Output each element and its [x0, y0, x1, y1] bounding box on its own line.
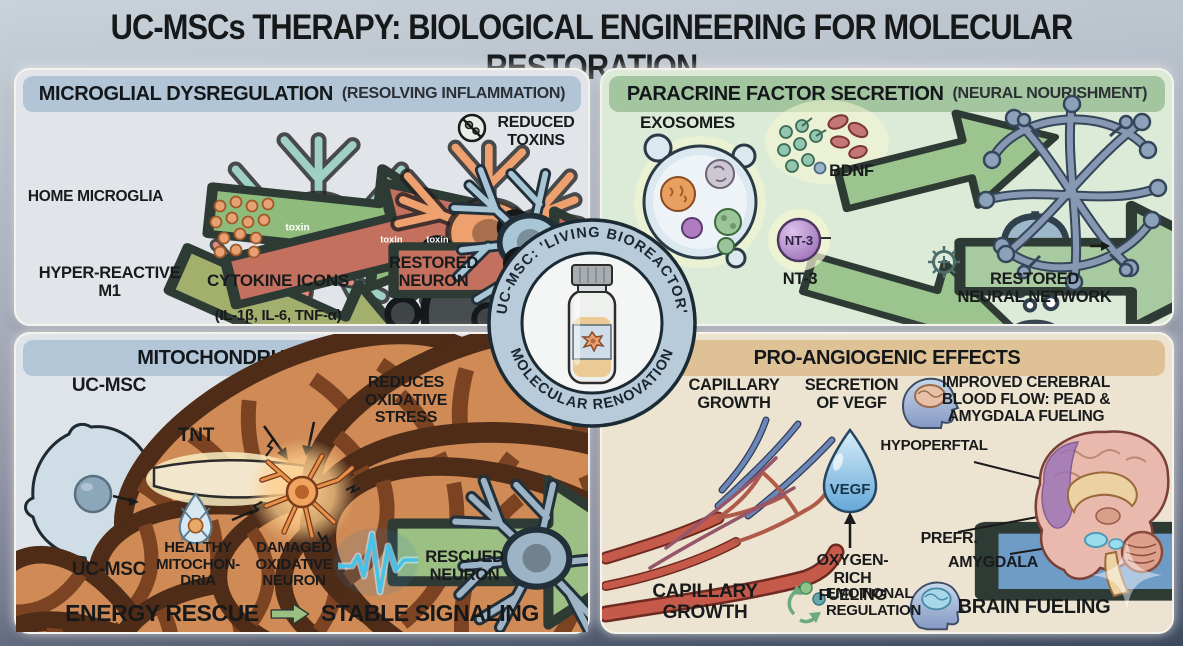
nt3-sphere-label: NT-3: [785, 233, 813, 248]
emotional-regulation-icon: [787, 581, 826, 624]
tnt-label: TNT: [177, 425, 215, 446]
rescued-neuron-label: RESCUED NEURON: [425, 548, 504, 585]
panel-angiogenic-header: PRO-ANGIOGENIC EFFECTS: [609, 340, 1165, 376]
cytokine-label: CYTOKINE ICONS (IL-1β, IL-6, TNF-α): [178, 254, 378, 342]
bdnf-vesicle-dots: [777, 117, 827, 175]
neural-network-illustration: [976, 94, 1168, 292]
emotional-regulation-label: EMOTIONAL REGULATION: [826, 585, 922, 619]
pulse-waveform-icon: [334, 528, 418, 596]
damaged-neuron-illustration: [249, 437, 361, 545]
paracrine-illustration: NT-3: [634, 90, 1172, 324]
sparkle-watermark-icon: [1092, 540, 1162, 610]
stable-signaling-label: STABLE SIGNALING: [320, 600, 539, 626]
panel-pro-angiogenic: PRO-ANGIOGENIC EFFECTS VEGF: [600, 332, 1174, 634]
energy-rescue-label: ENERGY RESCUE: [65, 600, 259, 626]
panel-mitochondrial-bioenergetics: MITOCHONDRIAL BIOENERGETICS: [14, 332, 590, 634]
no-toxins-icon: [457, 113, 487, 143]
toxin-icon-2: toxin: [380, 225, 588, 324]
restored-neuron-label: RESTORED NEURON: [389, 254, 478, 291]
brain-illustration: [1034, 430, 1170, 598]
nt3-label: NT-3: [782, 270, 818, 288]
amygdala-label: AMYGDALA: [947, 554, 1039, 571]
page-title: UC-MSCs THERAPY: BIOLOGICAL ENGINEERING …: [110, 8, 1074, 87]
restored-network-label: RESTORED NEURAL NETWORK: [957, 270, 1112, 307]
head-brain-icon: [902, 377, 960, 429]
toxin-label: toxin: [380, 235, 403, 245]
panel-paracrine-subtitle: (NEURAL NOURISHMENT): [952, 85, 1148, 102]
exosomes-label: EXOSOMES: [640, 113, 735, 132]
panel-paracrine-secretion: PARACRINE FACTOR SECRETION (NEURAL NOURI…: [600, 68, 1174, 326]
toxin-icon: toxin: [285, 211, 588, 324]
bdnf-label: BDNF: [829, 162, 874, 180]
head-brain-icon-2: [909, 581, 965, 631]
capillary-network-illustration: [602, 416, 845, 623]
microglia-gear-icon: [928, 246, 960, 278]
bdnf-bean-dots: [827, 114, 869, 159]
toxin-label: toxin: [426, 235, 449, 245]
panel-microglial-header: MICROGLIAL DYSREGULATION (RESOLVING INFL…: [23, 76, 581, 112]
toxin-label: toxin: [285, 223, 309, 234]
synapse-small-arrow: [1090, 241, 1110, 251]
improved-blood-flow-label: IMPROVED CEREBRAL BLOOD FLOW: PEAD & AMY…: [941, 374, 1111, 426]
cytokine-dots: [209, 195, 275, 259]
healthy-mitochondria-label: HEALTHY MITOCHON- DRIA: [156, 539, 240, 589]
toxin-icon-3: toxin: [426, 225, 588, 324]
hyper-reactive-label: HYPER-REACTIVE M1: [38, 264, 181, 301]
healthy-mitochondria-droplet-icon: [178, 492, 213, 545]
secretion-vegf-label: SECRETION OF VEGF: [804, 376, 899, 413]
center-badge: UC-MSC: 'LIVING BIOREACTOR' MOLECULAR RE…: [487, 218, 697, 428]
reduced-toxins-label: REDUCED TOXINS: [497, 114, 575, 149]
prefr-label: PREFR.: [920, 530, 978, 547]
panel-microglial-dysregulation: MICROGLIAL DYSREGULATION (RESOLVING INFL…: [14, 68, 590, 326]
vial-icon: [567, 264, 617, 385]
panel-angiogenic-title: PRO-ANGIOGENIC EFFECTS: [753, 346, 1021, 369]
ucmsc-top-label: UC-MSC: [71, 375, 147, 396]
cytokine-subtitle: (IL-1β, IL-6, TNF-α): [214, 306, 342, 324]
panel-microglial-subtitle: (RESOLVING INFLAMMATION): [341, 85, 566, 102]
hypoperftal-label: HYPOPERFTAL: [880, 437, 988, 454]
capillary-growth-top-label: CAPILLARY GROWTH: [688, 376, 780, 413]
panel-microglial-title: MICROGLIAL DYSREGULATION: [38, 82, 334, 105]
oxygen-rich-label: OXYGEN-RICH FUELING: [816, 552, 889, 605]
nt3-sphere-illustration: NT-3: [776, 217, 831, 263]
panel-paracrine-title: PARACRINE FACTOR SECRETION: [626, 82, 944, 105]
vegf-label: VEGF: [830, 481, 871, 498]
reduces-oxidative-label: REDUCES OXIDATIVE STRESS: [364, 374, 448, 427]
mitochondrial-illustration: [16, 334, 588, 632]
damaged-neuron-label: DAMAGED OXIDATIVE NEURON: [255, 539, 333, 589]
home-microglia-label: HOME MICROGLIA: [27, 188, 164, 205]
ucmsc-bottom-label: UC-MSC: [71, 559, 147, 580]
oxygen-up-arrow: [844, 512, 856, 548]
panel-paracrine-header: PARACRINE FACTOR SECRETION (NEURAL NOURI…: [609, 76, 1165, 112]
exosome-cell-illustration: [642, 133, 758, 269]
brain-fueling-label: BRAIN FUELING: [957, 596, 1111, 618]
energy-rescue-row: ENERGY RESCUE STABLE SIGNALING: [16, 600, 588, 627]
cytokine-title: CYTOKINE ICONS: [207, 270, 349, 290]
capillary-growth-bottom-label: CAPILLARY GROWTH: [652, 581, 758, 623]
microglial-illustration: toxin toxin toxin: [153, 113, 588, 324]
footer-arrow-icon: [270, 602, 310, 625]
angiogenic-illustration: VEGF: [602, 377, 1172, 632]
